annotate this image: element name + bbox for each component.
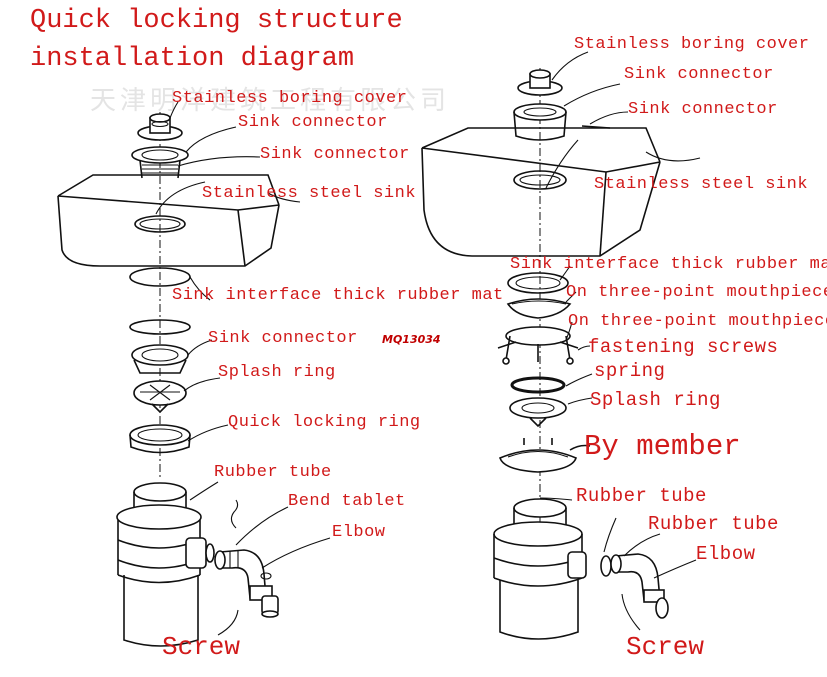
right-assembly: [421, 51, 701, 640]
right-label-rubber-tube-1: Rubber tube: [576, 485, 707, 507]
right-label-rubber-tube-2: Rubber tube: [648, 513, 779, 535]
left-label-elbow: Elbow: [332, 523, 386, 542]
left-elbow-part: [214, 549, 279, 618]
right-label-stainless-steel-sink: Stainless steel sink: [594, 175, 809, 194]
right-boring-cover-part: [517, 69, 563, 96]
right-label-by-member: By member: [584, 430, 741, 463]
left-label-rubber-tube: Rubber tube: [214, 463, 332, 482]
right-sink-basin-part: [421, 127, 661, 257]
right-label-screw: Screw: [626, 632, 705, 662]
left-boring-cover-part: [137, 113, 183, 141]
left-label-stainless-steel-sink: Stainless steel sink: [202, 184, 417, 203]
left-splash-ring-part: [133, 380, 187, 414]
left-disposer-body-part: [116, 482, 215, 647]
left-quick-locking-ring-part: [129, 424, 191, 454]
left-sink-connector-mid-part: [129, 319, 191, 335]
right-splash-ring-part: [509, 397, 567, 428]
right-disposer-body-part: [493, 498, 587, 640]
left-assembly: [57, 101, 331, 647]
right-leader-lines: [539, 51, 701, 631]
left-bend-tablet-mark: [230, 499, 239, 529]
left-label-screw: Screw: [162, 632, 241, 662]
right-by-member-part: [499, 438, 591, 473]
left-label-rubber-mat: Sink interface thick rubber mat: [172, 286, 504, 305]
left-label-sink-connector-3: Sink connector: [208, 329, 358, 348]
watermark-text: 天津明洋建筑工程有限公司: [90, 86, 451, 116]
right-label-stainless-boring-cover: Stainless boring cover: [574, 35, 810, 54]
right-elbow-part: [610, 553, 669, 619]
left-leader-lines: [155, 101, 331, 636]
right-label-splash-ring: Splash ring: [590, 389, 721, 411]
left-label-splash-ring: Splash ring: [218, 363, 336, 382]
left-label-bend-tablet: Bend tablet: [288, 492, 406, 511]
right-rubber-mat-part: [507, 272, 569, 294]
right-label-sink-connector-1: Sink connector: [624, 65, 774, 84]
right-label-spring: spring: [594, 360, 666, 382]
right-label-sink-connector-2: Sink connector: [628, 100, 778, 119]
right-label-rubber-mat: Sink interface thick rubber mat: [510, 255, 827, 274]
left-label-sink-connector-1: Sink connector: [238, 113, 388, 132]
right-label-three-point-mouthpiece-2: On three-point mouthpiece: [568, 312, 827, 331]
left-label-stainless-boring-cover: Stainless boring cover: [172, 89, 408, 108]
left-label-quick-locking-ring: Quick locking ring: [228, 413, 421, 432]
left-sink-basin-part: [57, 174, 280, 267]
right-label-elbow: Elbow: [696, 543, 756, 565]
right-sink-connector-top-part: [513, 103, 567, 141]
diagram-title-line-2: installation diagram: [30, 44, 355, 74]
right-three-point-mouthpiece-1-part: [506, 298, 572, 319]
left-sink-connector-top-part: [131, 146, 189, 179]
right-label-fastening-screws: fastening screws: [588, 336, 779, 358]
product-code-stamp: MQ13034: [382, 333, 441, 346]
right-spring-part: [510, 376, 566, 394]
right-rubber-tube-part: [600, 555, 612, 577]
left-label-sink-connector-2: Sink connector: [260, 145, 410, 164]
right-three-point-mouthpiece-2-part: [497, 326, 579, 365]
right-label-three-point-mouthpiece-1: On three-point mouthpiece: [566, 283, 827, 302]
diagram-title-line-1: Quick locking structure: [30, 6, 403, 36]
